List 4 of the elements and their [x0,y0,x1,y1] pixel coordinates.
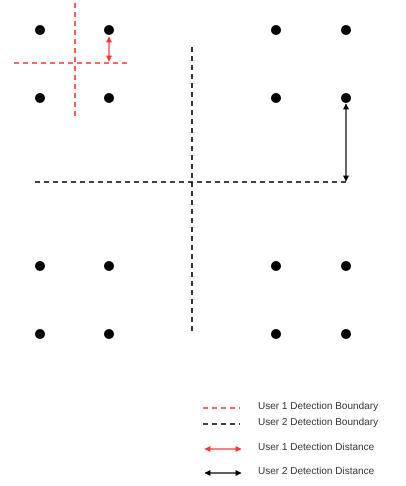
legend-label: User 2 Detection Distance [258,466,374,478]
legend-label: User 1 Detection Distance [258,442,374,454]
legend-label: User 1 Detection Boundary [258,401,378,413]
legend-label: User 2 Detection Boundary [258,417,378,429]
